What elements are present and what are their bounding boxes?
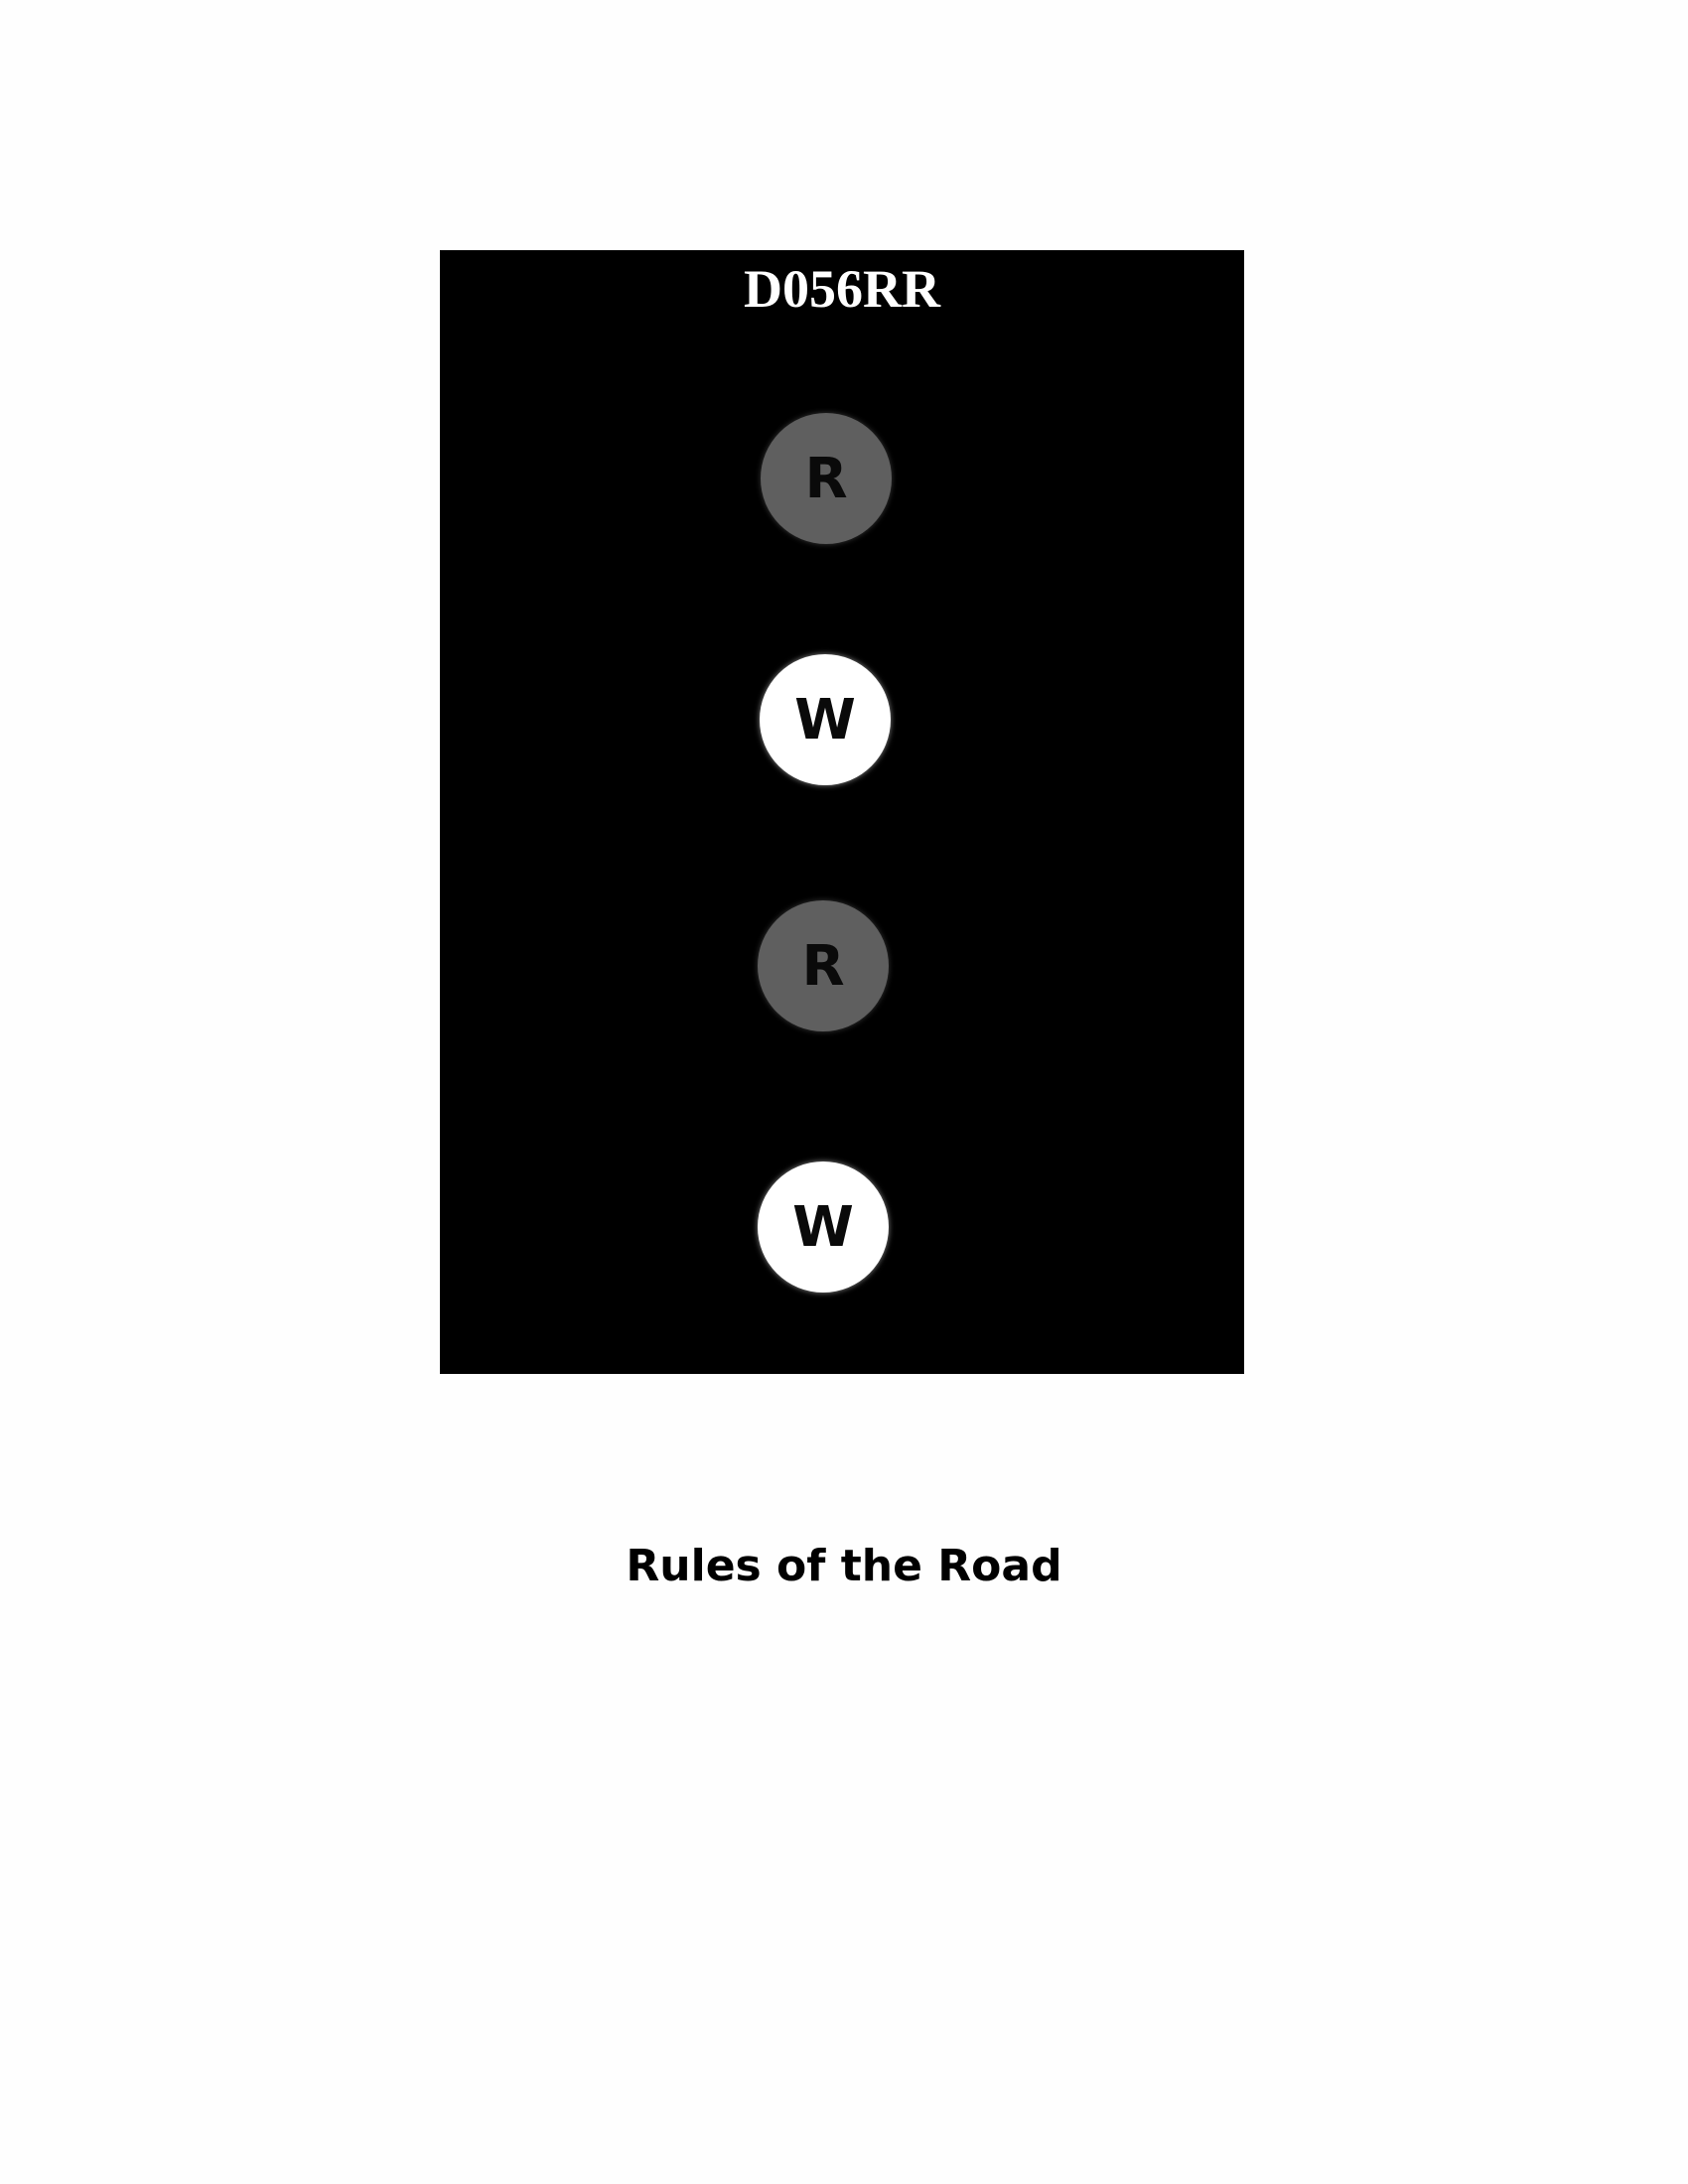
- white-light-icon: W: [758, 1161, 889, 1293]
- light-letter: W: [792, 1194, 854, 1260]
- light-letter: W: [794, 687, 856, 752]
- light-letter: R: [801, 933, 845, 999]
- light-letter: R: [804, 446, 848, 511]
- white-light-icon: W: [760, 654, 891, 785]
- red-light-icon: R: [761, 413, 892, 544]
- page-caption: Rules of the Road: [626, 1541, 1062, 1591]
- red-light-icon: R: [758, 900, 889, 1031]
- light-diagram: D056RR R W R W: [440, 250, 1244, 1374]
- diagram-code: D056RR: [744, 259, 940, 319]
